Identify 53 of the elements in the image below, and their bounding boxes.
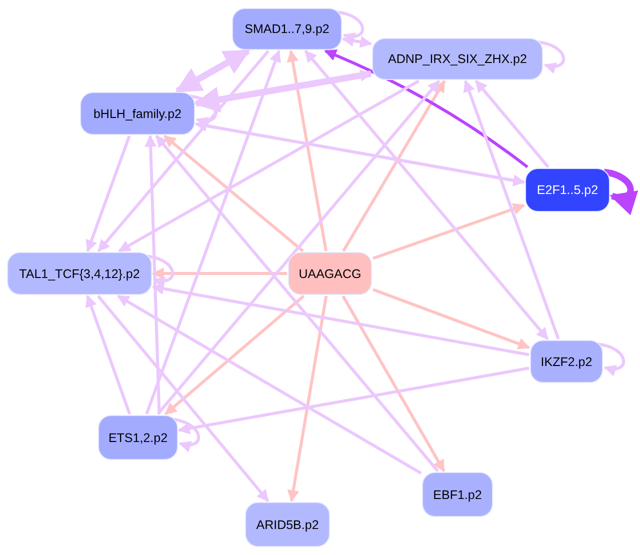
arrow bbox=[342, 295, 446, 472]
arrow bbox=[118, 80, 420, 252]
arrow bbox=[463, 80, 560, 340]
node-box bbox=[245, 502, 330, 547]
node-label: EBF1.p2 bbox=[433, 488, 482, 502]
arrow bbox=[152, 282, 530, 356]
node-box bbox=[232, 8, 342, 50]
node-box bbox=[530, 340, 603, 383]
arrow bbox=[536, 40, 565, 74]
arrow bbox=[474, 80, 550, 168]
node-label: ETS1,2.p2 bbox=[108, 430, 168, 444]
arrow bbox=[193, 70, 372, 112]
arrow bbox=[596, 342, 625, 376]
arrow bbox=[152, 268, 287, 280]
arrow bbox=[287, 296, 328, 502]
arrow bbox=[178, 366, 530, 434]
arrow bbox=[97, 50, 270, 252]
arrow bbox=[286, 50, 328, 252]
arrow bbox=[342, 80, 446, 252]
arrow bbox=[116, 294, 422, 474]
node-label: TAL1_TCF{3,4,12}.p2 bbox=[19, 266, 140, 280]
node-label: SMAD1..7,9.p2 bbox=[244, 22, 330, 36]
arrow bbox=[86, 294, 132, 414]
arrow bbox=[156, 80, 440, 415]
node-label: ADNP_IRX_SIX_ZHX.p2 bbox=[388, 52, 527, 66]
arrow bbox=[603, 168, 638, 214]
node-box bbox=[525, 168, 610, 212]
node-box bbox=[372, 38, 543, 80]
arrow bbox=[172, 418, 200, 452]
node-label: IKZF2.p2 bbox=[540, 354, 592, 368]
arrow bbox=[175, 48, 250, 94]
arrow bbox=[86, 135, 131, 252]
arrow bbox=[164, 294, 305, 416]
node-label: bHLH_family.p2 bbox=[93, 106, 182, 120]
node-label: UAAGACG bbox=[298, 266, 362, 280]
arrow bbox=[304, 50, 549, 340]
node-box bbox=[98, 415, 178, 460]
arrow bbox=[97, 295, 270, 502]
arrow bbox=[164, 134, 304, 252]
node-box bbox=[422, 472, 493, 517]
node-box bbox=[80, 92, 195, 135]
node-label: E2F1..5.p2 bbox=[536, 183, 598, 197]
arrow bbox=[324, 50, 528, 168]
node-box bbox=[288, 252, 372, 295]
arrow bbox=[342, 34, 372, 48]
arrow bbox=[372, 288, 530, 350]
arrow bbox=[145, 50, 281, 415]
arrow bbox=[196, 70, 372, 106]
node-label: ARID5B.p2 bbox=[256, 518, 319, 532]
node-box bbox=[7, 252, 152, 295]
arrow bbox=[155, 135, 439, 472]
arrow bbox=[144, 134, 161, 414]
arrow bbox=[372, 203, 526, 260]
